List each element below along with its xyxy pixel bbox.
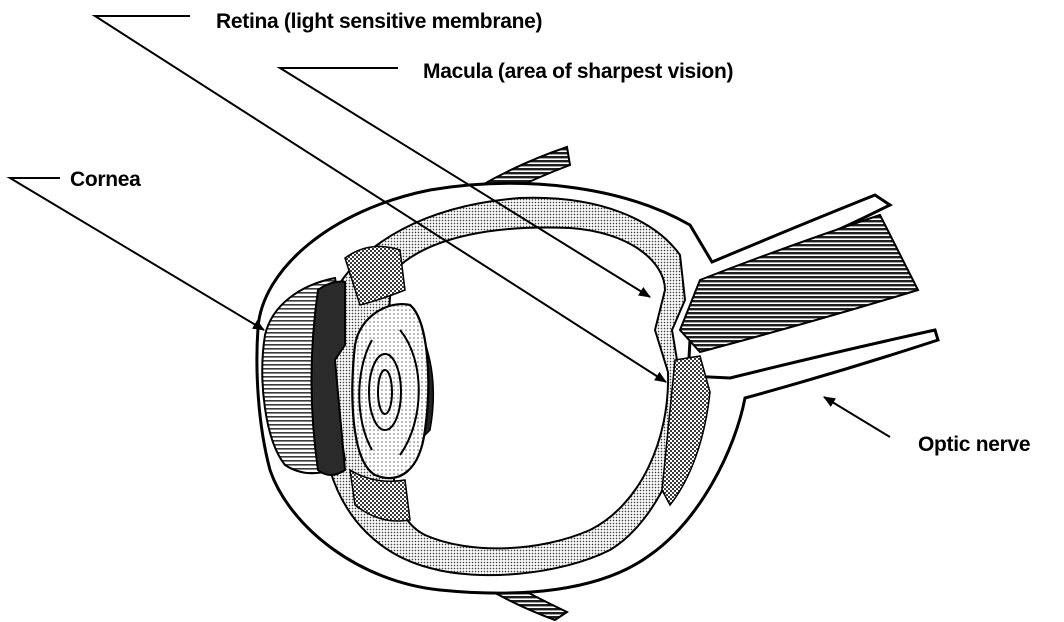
optic-nerve-label: Optic nerve (918, 433, 1030, 457)
macula-label: Macula (area of sharpest vision) (423, 60, 733, 84)
optic-nerve-leader-line (824, 397, 890, 437)
cornea-label: Cornea (70, 168, 141, 192)
cornea-leader-line (10, 178, 264, 330)
lens (352, 304, 428, 478)
retina-label: Retina (light sensitive membrane) (216, 10, 542, 34)
